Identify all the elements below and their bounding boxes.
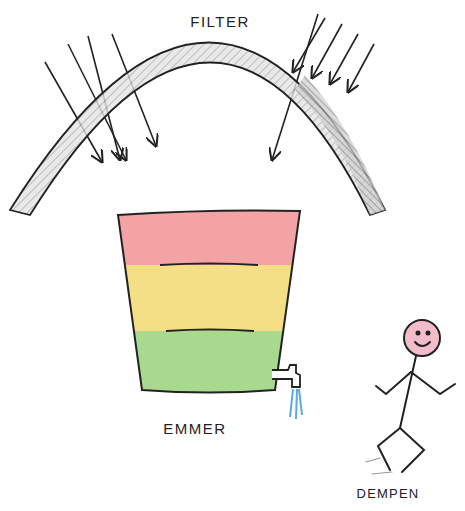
bucket-shape: EMMER	[110, 205, 310, 445]
bucket-outline	[118, 211, 300, 393]
bucket-label: EMMER	[163, 420, 226, 437]
filter-outline	[5, 5, 395, 220]
level-band	[110, 331, 310, 397]
level-band	[110, 265, 310, 331]
bucket-outline	[110, 205, 310, 445]
incoming-arrows	[45, 14, 374, 162]
filter-arc	[10, 43, 385, 216]
tap	[272, 365, 300, 387]
stick-figure	[366, 320, 455, 474]
level-line	[160, 264, 258, 332]
figure-label: DEMPEN	[357, 486, 420, 501]
filter-band: FILTER	[5, 5, 395, 220]
filter-shading	[295, 75, 385, 215]
water	[290, 389, 302, 419]
filter-title: FILTER	[190, 13, 250, 30]
